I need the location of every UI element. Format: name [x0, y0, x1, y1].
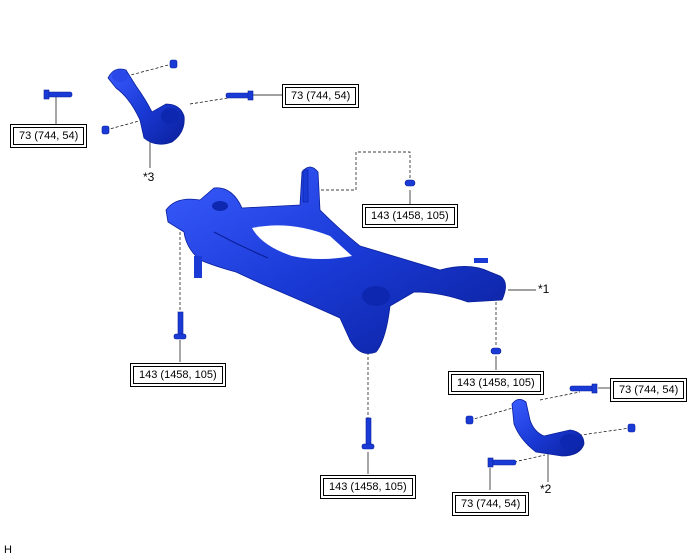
torque-value: 143 (1458, 105)	[323, 478, 413, 496]
torque-value: 143 (1458, 105)	[365, 207, 455, 225]
torque-label-upper-arm-right: 73 (744, 54)	[282, 84, 360, 108]
torque-value: 143 (1458, 105)	[133, 366, 223, 384]
torque-value: 143 (1458, 105)	[451, 374, 541, 392]
torque-label-center-bolt: 143 (1458, 105)	[320, 475, 416, 499]
crossmember-part	[165, 166, 506, 354]
callout-1: *1	[538, 282, 550, 296]
leader-lines	[55, 63, 631, 490]
torque-label-top-bolt: 143 (1458, 105)	[362, 204, 458, 228]
callout-3: *3	[143, 170, 155, 184]
torque-label-lower-arm-left: 73 (744, 54)	[452, 492, 530, 516]
torque-value: 73 (744, 54)	[13, 127, 85, 145]
torque-label-upper-arm-left: 73 (744, 54)	[10, 124, 88, 148]
lower-arm-fasteners	[465, 383, 636, 468]
upper-arm-part	[107, 68, 185, 145]
torque-label-lower-arm-right: 73 (744, 54)	[610, 378, 688, 402]
torque-label-right-bolt: 143 (1458, 105)	[448, 371, 544, 395]
torque-value: 73 (744, 54)	[613, 381, 685, 399]
lower-arm-part	[511, 399, 585, 457]
callout-2: *2	[540, 482, 552, 496]
torque-value: 73 (744, 54)	[455, 495, 527, 513]
figure-id: H	[4, 544, 12, 556]
torque-label-left-bolt: 143 (1458, 105)	[130, 363, 226, 387]
crossmember-bolts	[173, 169, 502, 450]
torque-value: 73 (744, 54)	[285, 87, 357, 105]
upper-arm-fasteners	[43, 59, 254, 135]
